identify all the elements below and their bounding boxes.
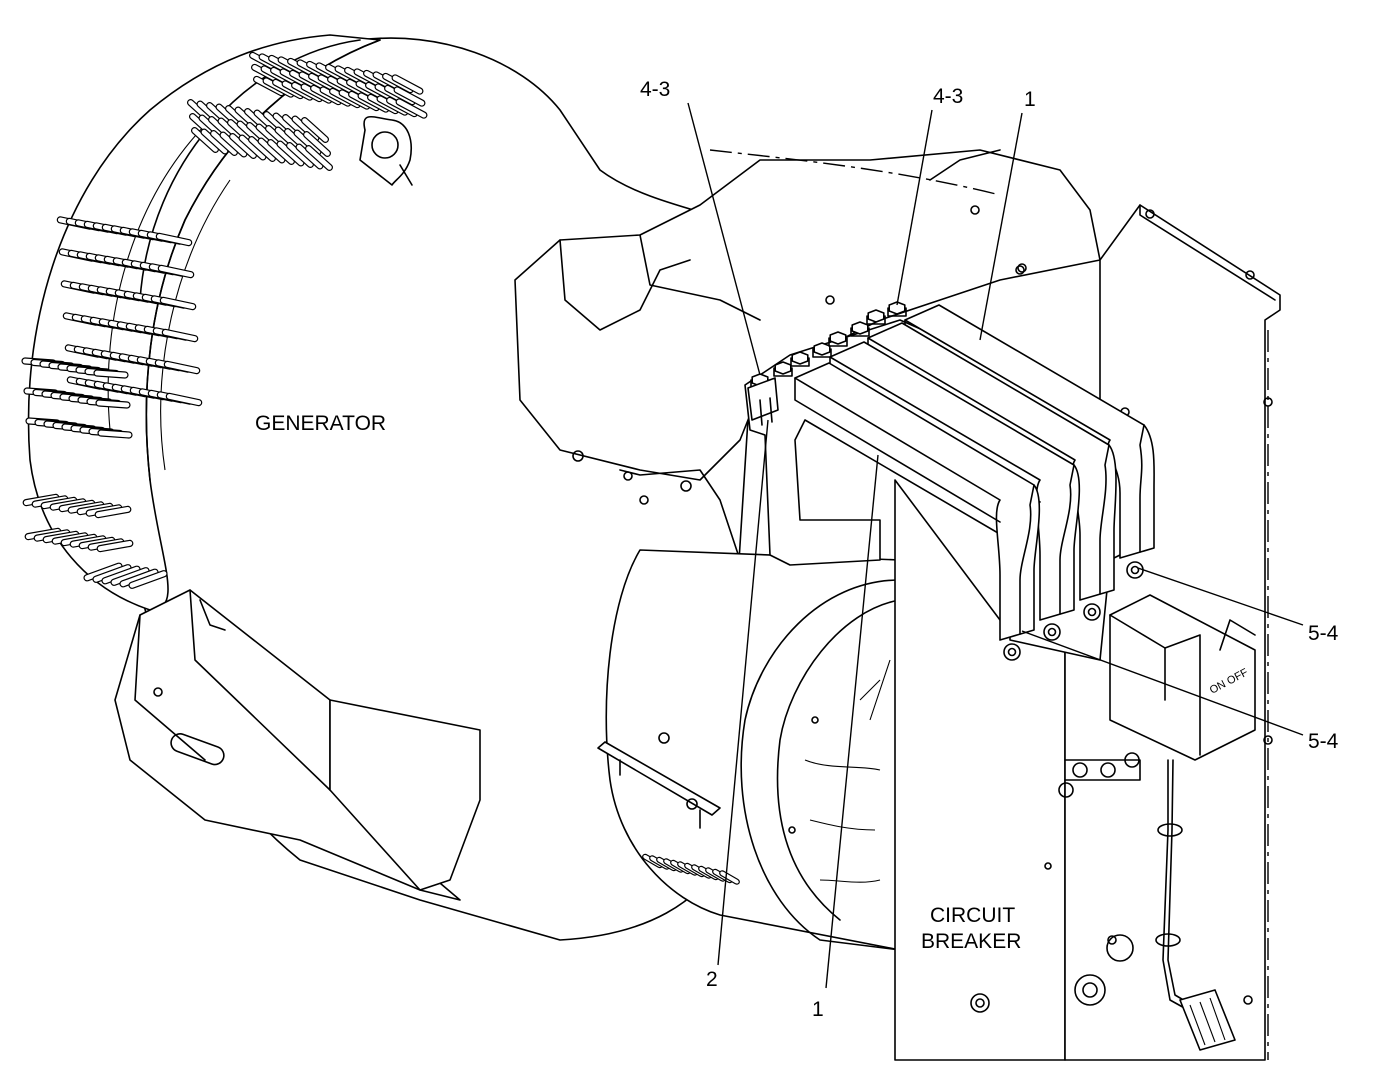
hex-bolt-side [866, 315, 886, 325]
vent-slot [93, 369, 129, 379]
terminal-bolt [1083, 603, 1101, 621]
generator-vents [21, 51, 428, 589]
terminal-bolt [1043, 623, 1061, 641]
leader-5-4-upper [1137, 567, 1304, 626]
callout-5-4-upper: 5-4 [1308, 622, 1339, 645]
engine-housing [514, 149, 1101, 601]
callout-4-3-right: 4-3 [933, 85, 963, 108]
vent-slot [95, 399, 131, 409]
hex-bolt [774, 361, 792, 375]
terminal-bolt [1126, 561, 1144, 579]
hex-bolt [791, 351, 809, 365]
circuit-breaker-label: CIRCUIT BREAKER [921, 904, 1021, 953]
leader-4-3-left [687, 102, 761, 376]
vent-slot [165, 392, 203, 407]
hex-bolt-side [887, 307, 907, 317]
leader-5-4-lower [1021, 630, 1304, 736]
terminal-bolt-center [1047, 627, 1057, 637]
circuit-breaker-label-line1: CIRCUIT [930, 904, 1015, 927]
hex-bolt-side [812, 348, 832, 358]
bus-bar-edge [794, 377, 1001, 523]
vent-slot [157, 264, 195, 279]
callout-5-4-lower: 5-4 [1308, 730, 1339, 753]
hex-bolt-side [790, 357, 810, 367]
generator-label: GENERATOR [255, 412, 386, 435]
bus-bar-edge [1019, 484, 1035, 635]
leader-4-3-right [896, 109, 933, 306]
lower-vent-strip [642, 853, 740, 885]
hex-bolt [851, 321, 869, 335]
lifting-eye [359, 115, 413, 186]
callout-1-top: 1 [1024, 88, 1036, 111]
wiring-harness [1155, 759, 1236, 1051]
flywheel-housing [597, 549, 901, 951]
vent-slot [391, 74, 424, 95]
bus-bar-bracket-pins [759, 397, 773, 426]
terminal-bolt [1003, 643, 1021, 661]
vent-slot [719, 870, 740, 885]
terminal-bolt-center [1007, 647, 1017, 657]
vent-slot [300, 117, 330, 143]
vent-slot [128, 570, 168, 589]
leader-1-top [979, 112, 1023, 341]
vent-slot [159, 296, 197, 311]
callout-4-3-left: 4-3 [640, 78, 670, 101]
hex-bolt-side [850, 327, 870, 337]
vent-slot [302, 131, 332, 157]
vent-slot [161, 328, 199, 343]
vent-slot [96, 539, 134, 553]
hex-bolt [888, 301, 906, 315]
circuit-breaker-label-line2: BREAKER [921, 930, 1021, 953]
bus-bar-edge [1139, 424, 1145, 553]
vent-slot [393, 86, 426, 107]
vent-slot [94, 505, 132, 519]
vent-slot [163, 360, 201, 375]
vent-slot [155, 232, 193, 247]
generator-mounting-foot [114, 589, 481, 901]
bus-bar [794, 362, 1041, 641]
hex-bolt [813, 342, 831, 356]
hex-bolt [829, 331, 847, 345]
bus-bar-assembly [744, 301, 1155, 661]
leader-1-bottom [825, 454, 879, 989]
vent-slot [97, 429, 133, 439]
hex-bolt-side [828, 337, 848, 347]
bus-bar-edge [1059, 464, 1075, 615]
breaker-switch-box: ON OFF [1109, 594, 1256, 761]
vent-slot [395, 98, 428, 119]
hex-bolt [867, 309, 885, 323]
bus-bar-edge [1099, 444, 1110, 595]
terminal-bolt-center [1130, 565, 1140, 575]
vent-slot [304, 145, 334, 171]
callout-2: 2 [706, 968, 718, 991]
callout-leaders [687, 102, 1304, 989]
hex-bolt-side [773, 367, 793, 377]
leader-2 [717, 419, 769, 966]
callout-1-bottom: 1 [812, 998, 824, 1021]
terminal-bolt-center [1087, 607, 1097, 617]
callout-labels: 4-3 4-3 1 5-4 5-4 2 1 [640, 78, 1339, 1021]
